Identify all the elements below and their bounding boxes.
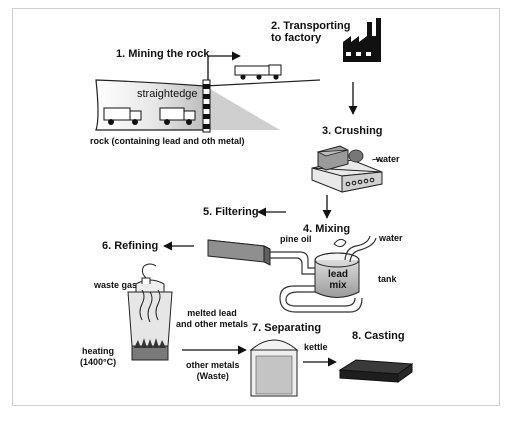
lead-mix-label: lead mix bbox=[328, 269, 349, 291]
filter-box bbox=[207, 239, 271, 266]
step-8-label: 8. Casting bbox=[352, 330, 405, 342]
quarry-illustration bbox=[95, 79, 321, 133]
waste-gas-label: waste gas bbox=[94, 280, 138, 290]
crusher-machine bbox=[311, 145, 384, 193]
tank-label: tank bbox=[378, 274, 397, 284]
factory-icon bbox=[343, 18, 381, 62]
furnace bbox=[127, 263, 173, 361]
step-7-label: 7. Separating bbox=[252, 322, 322, 334]
heating-label: heating (1400°C) bbox=[80, 346, 117, 367]
crush-water-label: water bbox=[376, 154, 400, 164]
mix-water-label: water bbox=[379, 233, 403, 243]
step-6-label: 6. Refining bbox=[102, 240, 159, 252]
other-metals-label: other metals (Waste) bbox=[186, 360, 240, 381]
rock-label: rock (containing lead and oth metal) bbox=[90, 136, 245, 146]
quarry-truck-2 bbox=[159, 107, 196, 125]
step-4-label: 4. Mixing bbox=[303, 223, 351, 235]
ingot bbox=[338, 359, 414, 383]
transport-truck bbox=[234, 64, 282, 80]
step-5-label: 5. Filtering bbox=[203, 206, 259, 218]
step-1-label: 1. Mining the rock bbox=[116, 48, 210, 60]
melted-label: melted lead and other metals bbox=[176, 308, 249, 329]
kettle bbox=[249, 339, 299, 397]
straightedge-label: straightedge bbox=[137, 88, 198, 100]
kettle-label: kettle bbox=[304, 342, 328, 352]
step-2-label: 2. Transporting to factory bbox=[271, 20, 351, 44]
mixing-tank bbox=[314, 235, 377, 298]
pine-oil-label: pine oil bbox=[280, 234, 312, 244]
step-3-label: 3. Crushing bbox=[322, 125, 383, 137]
quarry-truck-1 bbox=[103, 107, 142, 125]
diagram-frame bbox=[12, 8, 500, 406]
